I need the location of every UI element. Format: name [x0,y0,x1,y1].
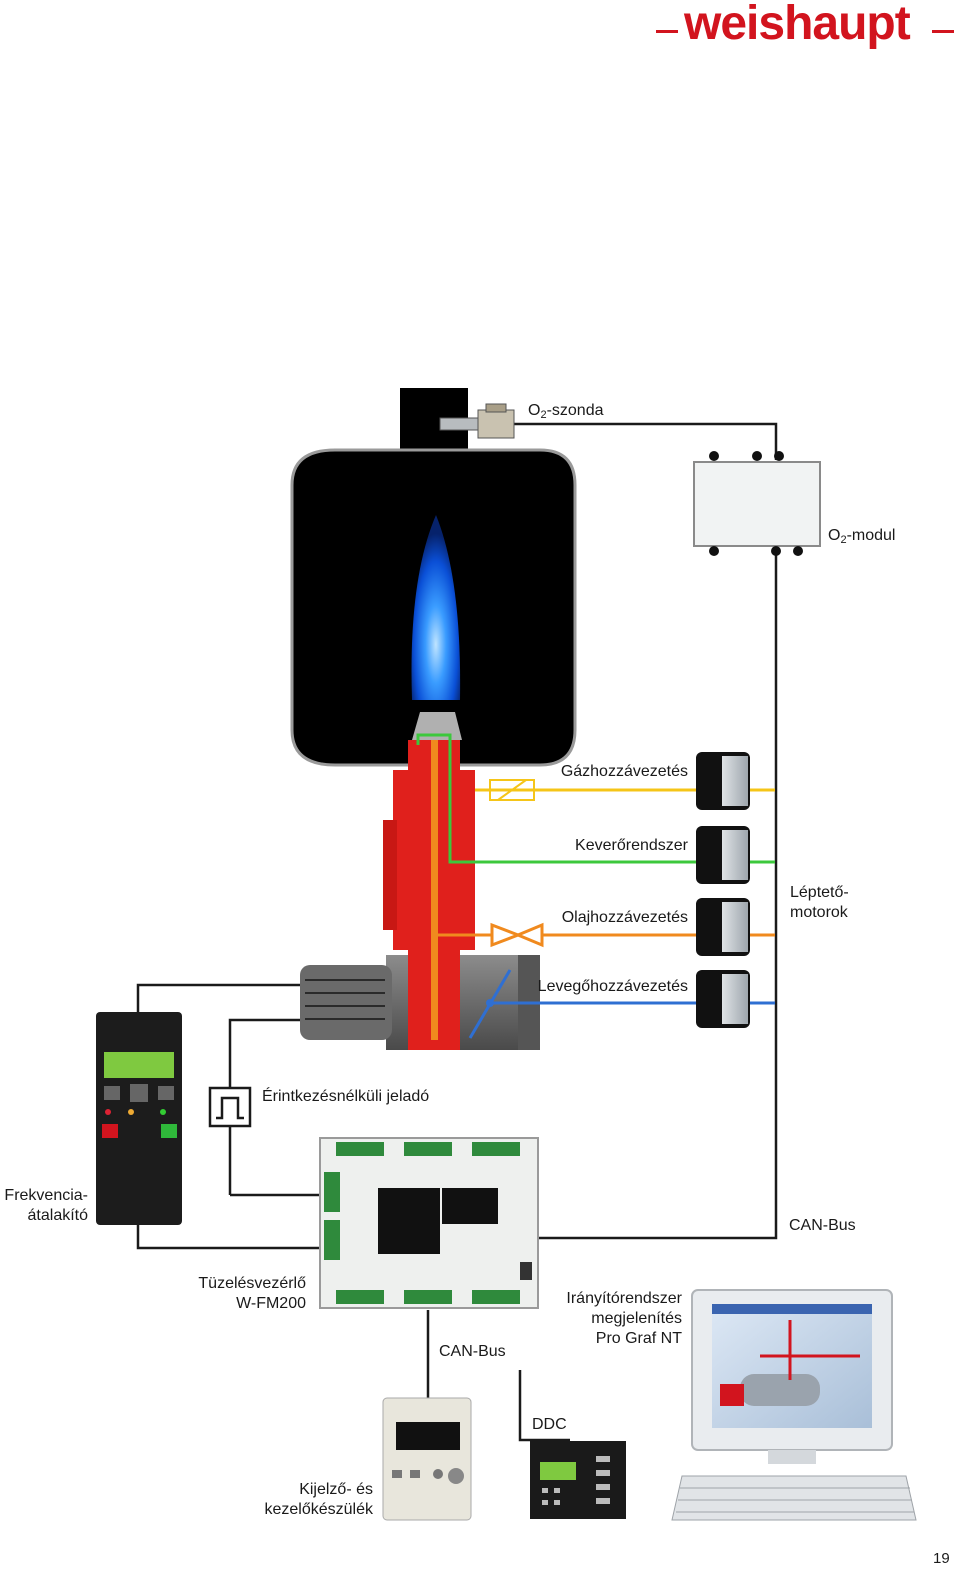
display-unit-line-2: kezelőkészülék [264,1501,374,1518]
control-system-label: Irányítórendszer megjelenítés Pro Graf N… [566,1289,682,1349]
page-number: 19 [933,1550,950,1567]
o2-module-icon [693,451,821,556]
logo-dash-right [932,30,954,33]
mixing-system-line [416,733,775,864]
mixing-system-label: Keverőrendszer [575,837,688,854]
air-supply-label: Levegőhozzávezetés [537,978,688,995]
flame-icon [411,515,461,700]
control-system-line-2: megjelenítés [591,1310,682,1327]
ddc-label: DDC [532,1416,567,1433]
burner-controller-line-1: Tüzelésvezérlő [198,1275,306,1292]
display-unit-line-1: Kijelző- és [299,1481,373,1498]
burner-controller-label: Tüzelésvezérlő W-FM200 [198,1274,306,1314]
stepper-motor-icon [696,752,750,810]
display-unit-label: Kijelző- és kezelőkészülék [265,1480,374,1520]
oil-supply-label: Olajhozzávezetés [561,909,688,926]
o2-probe-icon [439,403,515,439]
can-bus-bottom-label: CAN-Bus [439,1343,506,1360]
burner-controller-icon [319,1137,539,1309]
frequency-converter-label: Frekvencia- átalakító [4,1186,88,1226]
burner-controller-line-2: W-FM200 [236,1295,306,1312]
frequency-converter-line-1: Frekvencia- [4,1187,88,1204]
logo-dash-left [656,30,678,33]
frequency-converter-line-2: átalakító [27,1207,88,1224]
boiler [290,388,577,767]
contactless-encoder-icon [208,1086,252,1128]
o2-probe-label: O2-szonda [528,402,604,421]
control-system-computer-icon [671,1289,917,1521]
control-system-line-1: Irányítórendszer [566,1290,682,1307]
stepper-motors-label: Léptető- motorok [790,883,849,923]
display-unit-icon [382,1397,472,1521]
weishaupt-logo: weishaupt [656,0,956,54]
stepper-motors-line-1: Léptető- [790,884,849,901]
gas-supply-label: Gázhozzávezetés [560,763,688,780]
contactless-encoder-label: Érintkezésnélküli jeladó [262,1088,430,1105]
ddc-icon [530,1441,626,1519]
stepper-motors-line-2: motorok [790,904,848,921]
stepper-motor-icon [696,970,750,1028]
logo-text: weishaupt [684,0,911,50]
frequency-converter-icon [96,1012,182,1225]
signal-wiring [136,422,778,1442]
stepper-motor-icon [696,826,750,884]
can-bus-right-label: CAN-Bus [789,1217,856,1234]
stepper-motor-icon [696,898,750,956]
control-system-line-3: Pro Graf NT [595,1330,682,1347]
o2-module-label: O2-modul [828,527,896,546]
